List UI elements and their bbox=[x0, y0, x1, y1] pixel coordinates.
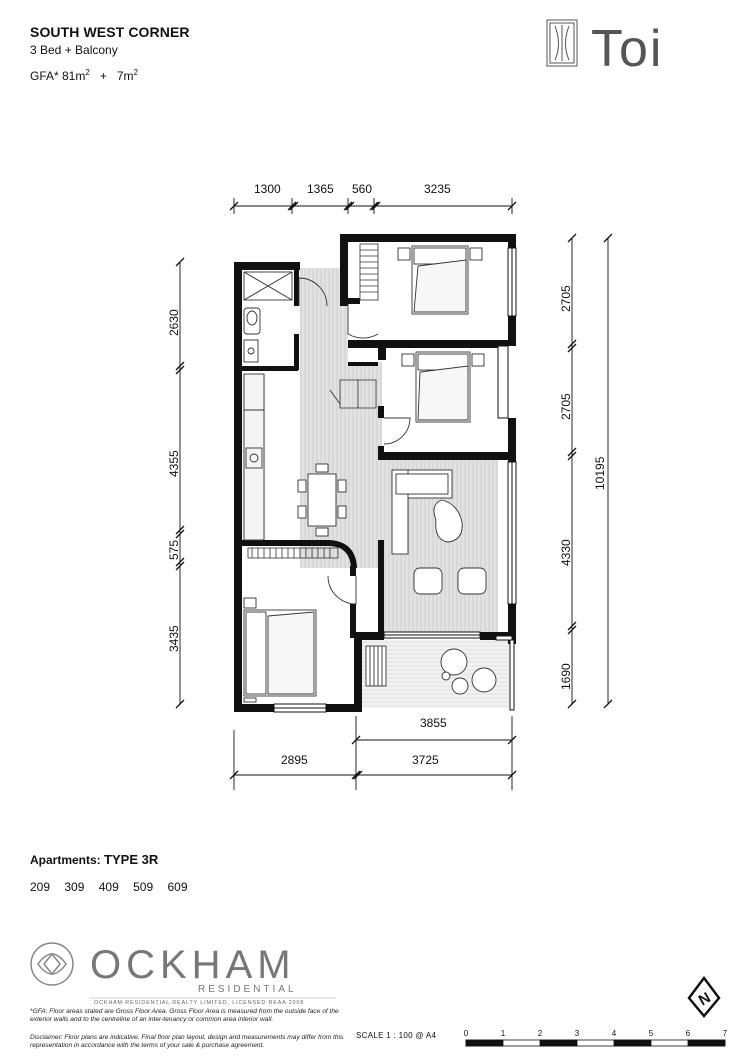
sliding-door bbox=[383, 631, 513, 641]
apartment-number: 409 bbox=[98, 880, 119, 894]
apartment-numbers: 209 309 409 509 609 bbox=[30, 880, 188, 894]
kitchen-bench bbox=[243, 373, 265, 541]
ockham-emblem-icon bbox=[30, 942, 74, 986]
ockham-tagline: RESIDENTIAL bbox=[198, 984, 297, 995]
dim-top-3: 560 bbox=[352, 182, 372, 196]
dim-left-3: 575 bbox=[167, 540, 181, 560]
scale-label: SCALE 1 : 100 @ A4 bbox=[356, 1031, 437, 1040]
dim-top-2: 1365 bbox=[307, 182, 334, 196]
dim-left-2: 4355 bbox=[167, 450, 181, 477]
door-swings bbox=[298, 277, 411, 605]
interior-walls bbox=[242, 270, 508, 638]
floor-plan: 1300 1365 560 3235 2630 4355 575 3435 27… bbox=[167, 182, 613, 790]
apartment-type: TYPE 3R bbox=[104, 852, 159, 867]
apartment-number: 209 bbox=[30, 880, 51, 894]
bathroom-fixtures bbox=[243, 271, 293, 363]
dim-bottom-1: 2895 bbox=[281, 753, 308, 767]
toi-emblem-icon bbox=[546, 19, 578, 67]
apartments-prefix: Apartments: bbox=[30, 853, 101, 867]
scale-tick-label: 7 bbox=[723, 1029, 728, 1038]
floorplan-disclaimer: Disclaimer: Floor plans are indicative. … bbox=[30, 1034, 344, 1050]
plan-title: SOUTH WEST CORNER bbox=[30, 24, 190, 40]
bed-3 bbox=[243, 597, 317, 703]
dim-bottom-2: 3725 bbox=[412, 753, 439, 767]
toi-logo: Toi bbox=[545, 16, 700, 79]
dim-left-1: 2630 bbox=[167, 309, 181, 336]
dim-right-total: 10195 bbox=[593, 456, 607, 490]
dimension-lines bbox=[179, 198, 609, 776]
windows bbox=[273, 247, 517, 713]
plan-subtitle: 3 Bed + Balcony bbox=[30, 43, 118, 57]
scale-tick-label: 3 bbox=[575, 1029, 580, 1038]
ockham-licence: OCKHAM RESIDENTIAL REALTY LIMITED, LICEN… bbox=[94, 1000, 304, 1006]
dim-left-4: 3435 bbox=[167, 625, 181, 652]
scale-tick-label: 0 bbox=[464, 1029, 469, 1038]
curved-wardrobe-wall bbox=[302, 540, 357, 568]
dining-table bbox=[297, 463, 347, 537]
dim-balcony-width: 3855 bbox=[420, 716, 447, 730]
north-arrow-icon: N bbox=[687, 976, 721, 1018]
dim-right-3: 4330 bbox=[559, 539, 573, 566]
wardrobes bbox=[247, 243, 379, 559]
scale-tick-label: 2 bbox=[538, 1029, 543, 1038]
scale-tick-label: 4 bbox=[612, 1029, 617, 1038]
ockham-logo: OCKHAM RESIDENTIAL OCKHAM RESIDENTIAL RE… bbox=[30, 940, 350, 1011]
dim-right-4: 1690 bbox=[559, 663, 573, 690]
dimension-extensions bbox=[233, 716, 513, 790]
scale-bar: 0 1 2 3 4 5 6 7 bbox=[464, 1029, 728, 1047]
balcony-unit-sup: 2 bbox=[133, 68, 138, 77]
scale-tick-label: 1 bbox=[501, 1029, 506, 1038]
dim-right-1: 2705 bbox=[559, 285, 573, 312]
dim-right-2: 2705 bbox=[559, 393, 573, 420]
dimension-labels: 1300 1365 560 3235 2630 4355 575 3435 27… bbox=[167, 182, 607, 767]
lounge-furniture bbox=[391, 469, 487, 595]
gfa-disclaimer: *GFA: Floor areas stated are Gross Floor… bbox=[30, 1008, 339, 1024]
gfa-value: GFA* 81m bbox=[30, 69, 86, 83]
apartments-label: Apartments: TYPE 3R bbox=[30, 852, 158, 867]
gfa-plus: + bbox=[99, 69, 107, 83]
balcony-area: 7m bbox=[116, 69, 134, 83]
apartment-number: 309 bbox=[64, 880, 85, 894]
dim-top-1: 1300 bbox=[254, 182, 281, 196]
toi-wordmark: Toi bbox=[591, 20, 663, 74]
bed-2 bbox=[401, 351, 485, 423]
dim-top-4: 3235 bbox=[424, 182, 451, 196]
apartment-number: 509 bbox=[133, 880, 154, 894]
scale-tick-label: 6 bbox=[686, 1029, 691, 1038]
scale-tick-label: 5 bbox=[649, 1029, 654, 1038]
gfa-line: GFA* 81m2 + 7m2 bbox=[30, 68, 138, 83]
gfa-unit-sup: 2 bbox=[85, 68, 90, 77]
balcony-rail bbox=[509, 639, 515, 711]
bed-1 bbox=[397, 245, 483, 315]
balcony-furniture bbox=[365, 645, 497, 695]
ockham-wordmark: OCKHAM bbox=[90, 943, 296, 987]
apartment-number: 609 bbox=[167, 880, 188, 894]
